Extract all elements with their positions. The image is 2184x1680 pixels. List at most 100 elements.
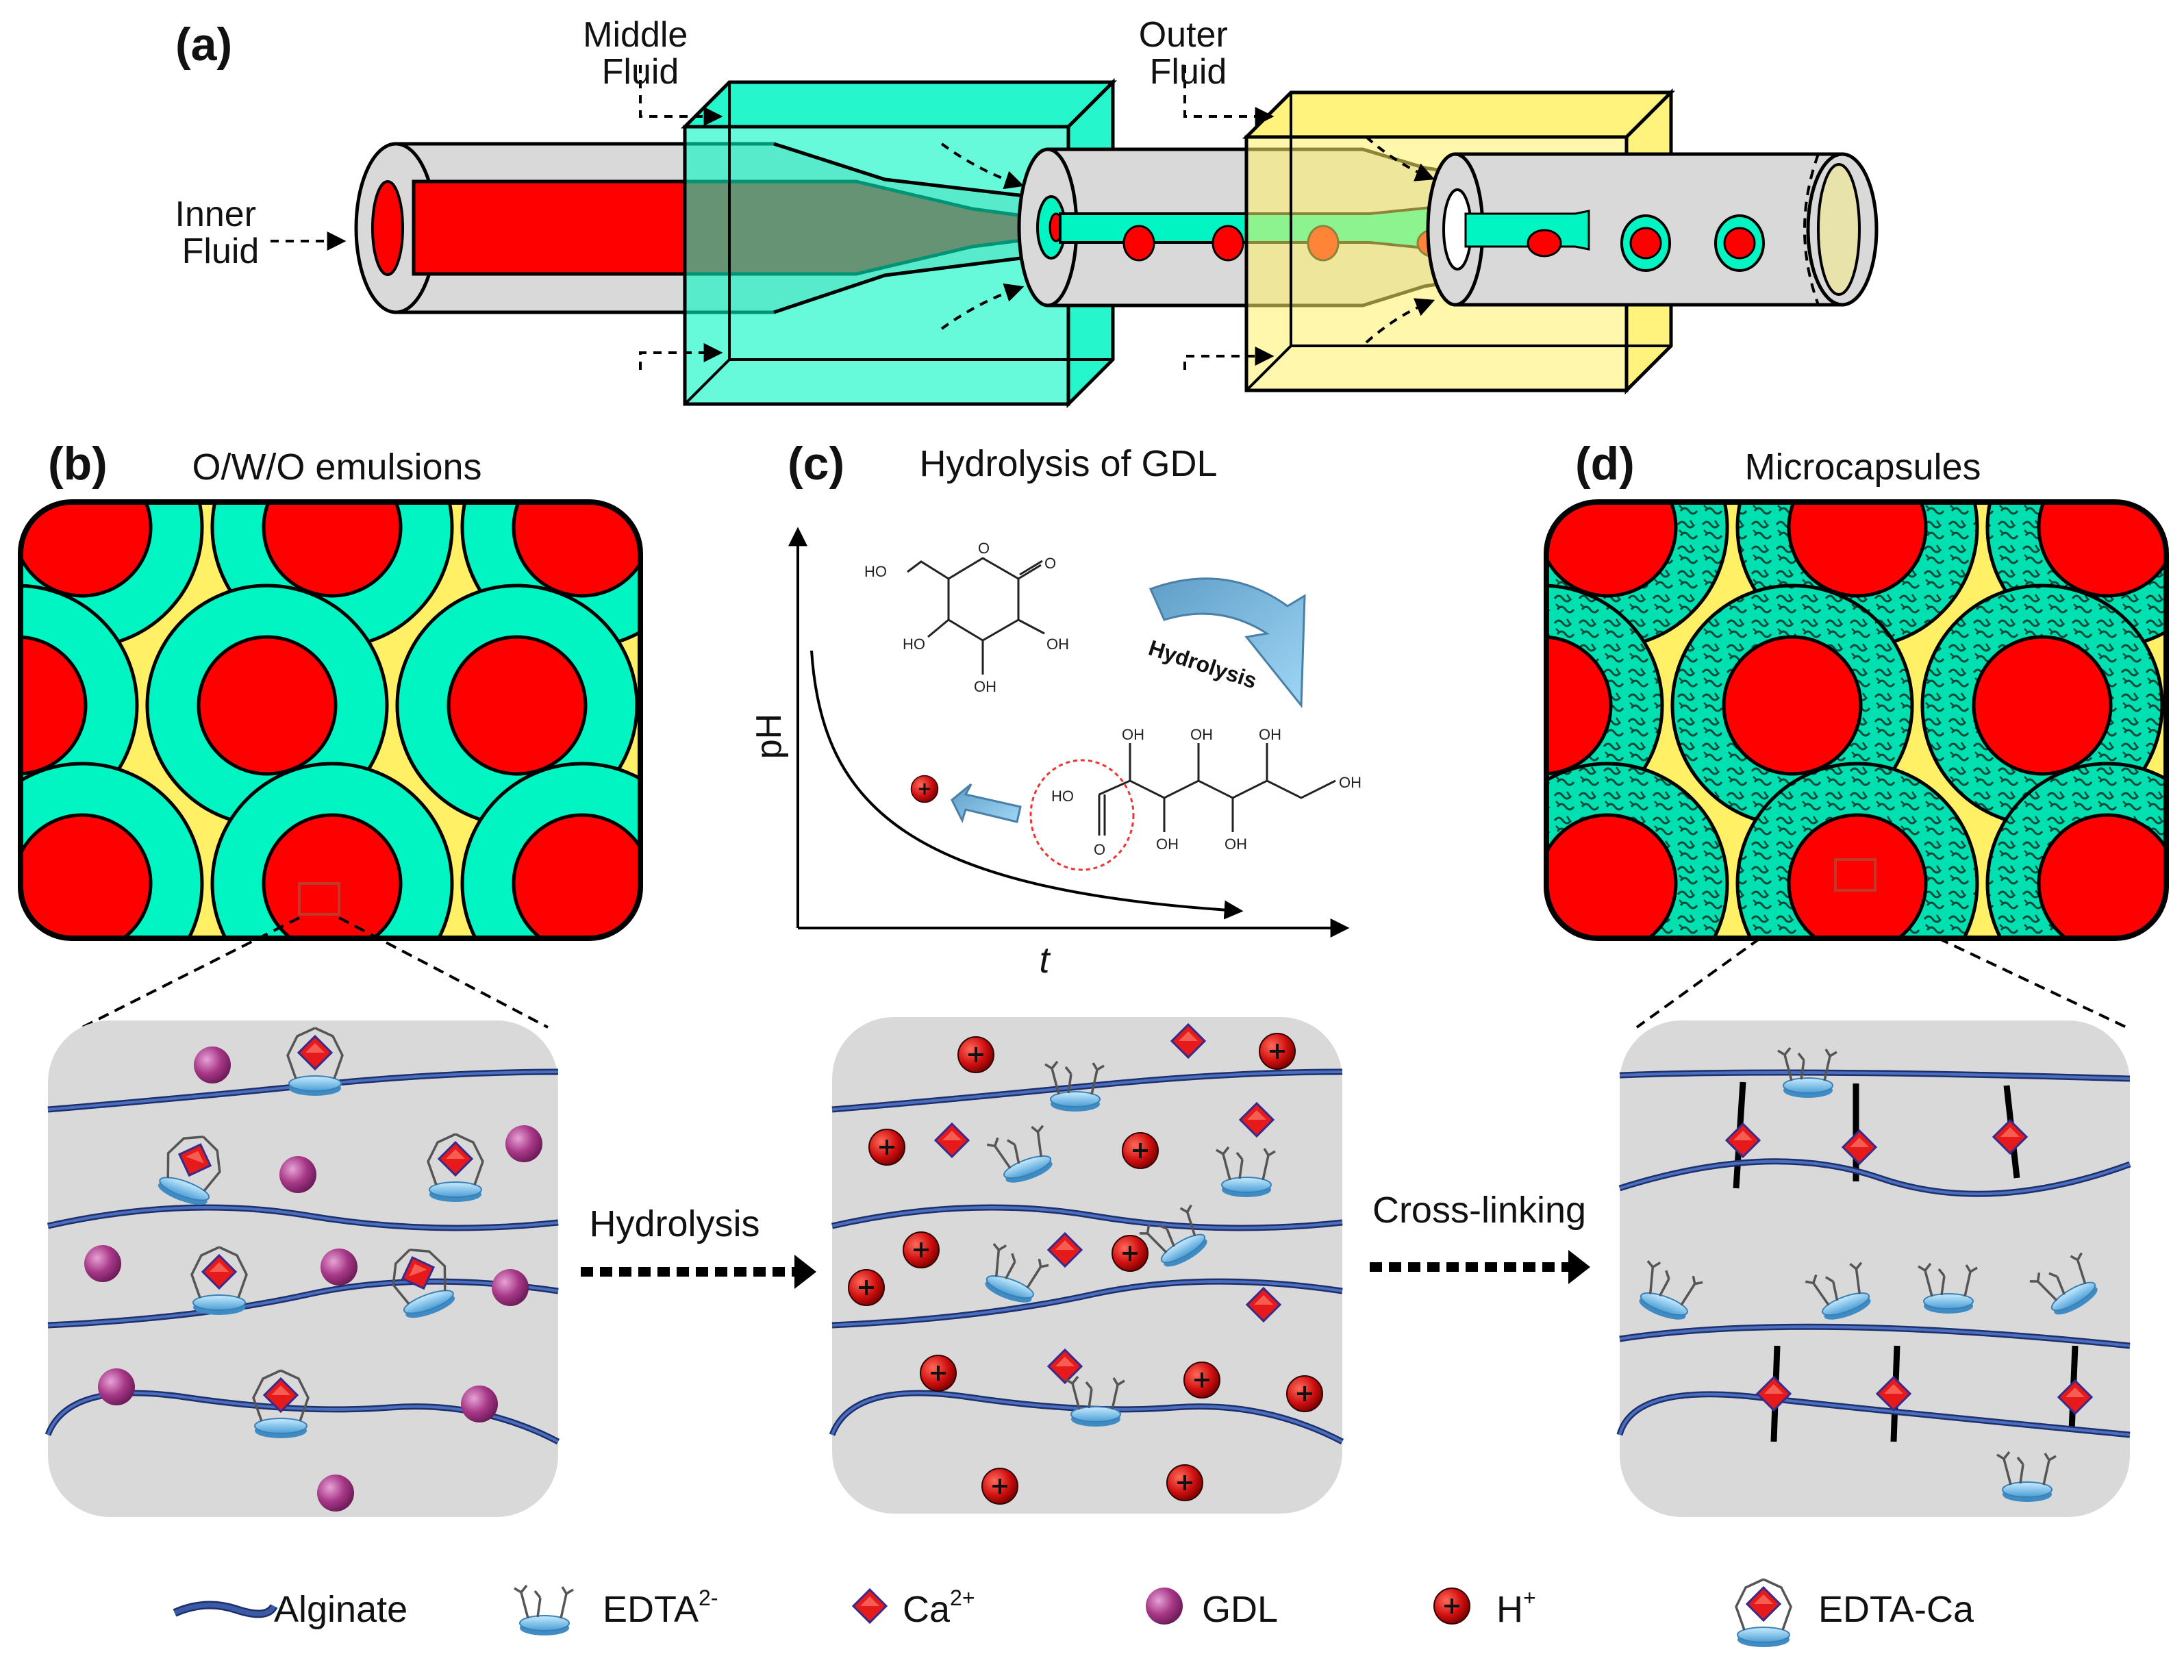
acid-oh-1: OH (1122, 726, 1144, 743)
emulsion-drop-core (199, 281, 336, 418)
zoom-box (298, 882, 340, 916)
microcapsule-core (2037, 813, 2166, 938)
gdl-particle (461, 1386, 498, 1422)
microcapsule-core (1972, 635, 2113, 776)
emulsion-drop-core (0, 281, 86, 418)
alginate-chain (47, 1206, 559, 1229)
hion-particle (902, 1231, 940, 1269)
legend-ca-label: Ca2+ (903, 1585, 975, 1630)
hion-particle (957, 1036, 995, 1074)
emulsion-drop-core (197, 635, 338, 776)
panel-b: (b) O/W/O emulsions (0, 281, 643, 1029)
legend-gdl: GDL (1146, 1588, 1278, 1630)
middle-fluid-label: Middle Fluid (583, 15, 698, 92)
legend-edta-label: EDTA2- (603, 1585, 718, 1630)
alginate-chain (1619, 1071, 2131, 1080)
hion-particle (1183, 1361, 1221, 1399)
acid-oh-2: OH (1156, 836, 1179, 853)
droplet (1527, 229, 1562, 258)
acid-oh-6: OH (1339, 774, 1361, 791)
emulsion-drop-core (262, 502, 403, 598)
panel-c-tag: (c) (788, 438, 844, 490)
gdl-ho: HO (864, 563, 887, 580)
gdl-particle (492, 1269, 529, 1306)
gdl-particle (98, 1368, 135, 1405)
gluconic-acid (1098, 743, 1336, 836)
microcapsule-core (2037, 502, 2166, 598)
alginate-chain (47, 1280, 559, 1327)
collection-tube-outlet (1806, 152, 1879, 307)
microcapsule-core (1787, 813, 1928, 938)
microcapsule-core (1546, 813, 1678, 938)
legend-edta-ca: EDTA-Ca (1736, 1579, 1974, 1647)
process-step-hydrolysis: Hydrolysis (581, 1203, 816, 1289)
droplet (1212, 225, 1244, 262)
hion-particle (981, 1467, 1019, 1505)
hion-particle (1166, 1464, 1204, 1502)
zoom-box-d (1834, 858, 1877, 892)
proton-release-arrow (951, 783, 1022, 823)
legend-edta: EDTA2- (513, 1584, 718, 1637)
panel-b-tag: (b) (48, 438, 108, 490)
alginate-chain (831, 1280, 1343, 1327)
step2-label: Cross-linking (1372, 1190, 1586, 1231)
alginate-chain (831, 1070, 1343, 1111)
microcapsule-shell (1922, 229, 2162, 469)
legend-alginate: Alginate (173, 1589, 407, 1630)
alginate-chain (1619, 1159, 2131, 1196)
gdl-icon (1146, 1588, 1183, 1625)
legend-ca: Ca2+ (852, 1585, 975, 1630)
acid-ho: HO (1051, 788, 1074, 805)
panel-b-title: O/W/O emulsions (192, 447, 481, 488)
released-proton (910, 775, 939, 803)
droplet (1122, 225, 1155, 262)
hydrolysis-arrow (1149, 577, 1306, 709)
hydrolysis-arrow-label: Hydrolysis (1146, 635, 1260, 693)
panel-c: (c) Hydrolysis of GDL pH t HO O O HO OH … (749, 438, 1361, 981)
panel-c-title: Hydrolysis of GDL (919, 443, 1217, 484)
gdl-particle (317, 1475, 354, 1512)
emulsion-drop-core (21, 813, 153, 938)
legend-gdl-label: GDL (1202, 1589, 1278, 1630)
gdl-particle (84, 1245, 121, 1282)
zoom-panel-1 (45, 1020, 560, 1517)
microcapsule-core (1974, 281, 2111, 418)
gdl-particle (279, 1156, 316, 1193)
gdl-ring-o: O (978, 540, 990, 557)
alginate-chain (1619, 1325, 2131, 1347)
acid-oh-3: OH (1190, 726, 1213, 743)
inner-fluid-label: Inner Fluid (175, 195, 266, 271)
zoom-panel-3 (1616, 1020, 2131, 1517)
emulsion-drop-core (447, 635, 588, 776)
step1-label: Hydrolysis (589, 1203, 760, 1244)
hion-particle (847, 1268, 886, 1307)
microcapsule-view (1546, 229, 2166, 938)
process-step-crosslinking: Cross-linking (1370, 1190, 1590, 1284)
microcapsule-core (1546, 635, 1613, 776)
gdl-oh: OH (1046, 636, 1069, 653)
gdl-particle (505, 1125, 542, 1162)
edta-icon (513, 1584, 575, 1637)
hion-particle (1111, 1234, 1149, 1272)
outer-fluid-label: Outer Fluid (1139, 15, 1238, 92)
panel-d-title: Microcapsules (1744, 447, 1981, 488)
emulsion-drop-core (512, 813, 640, 938)
hion-particle (919, 1354, 957, 1392)
gdl-oh-2: OH (974, 678, 996, 695)
zoom-panel-2 (829, 1017, 1344, 1514)
hion-particle (1285, 1375, 1324, 1413)
legend-h-label: H+ (1496, 1585, 1536, 1630)
panel-a-tag: (a) (175, 18, 232, 71)
gdl-particle (194, 1046, 231, 1083)
gdl-carbonyl-o: O (1044, 555, 1056, 572)
ca-icon (852, 1588, 888, 1624)
ph-curve (810, 650, 1244, 920)
legend-h: H+ (1433, 1585, 1536, 1630)
panel-d: (d) Microcapsules (1544, 229, 2169, 1029)
alginate-chain (831, 1206, 1343, 1229)
y-axis-label: pH (749, 714, 789, 759)
carboxyl-highlight (1029, 759, 1135, 871)
hion-particle (1121, 1131, 1159, 1170)
gdl-molecule (907, 557, 1045, 675)
